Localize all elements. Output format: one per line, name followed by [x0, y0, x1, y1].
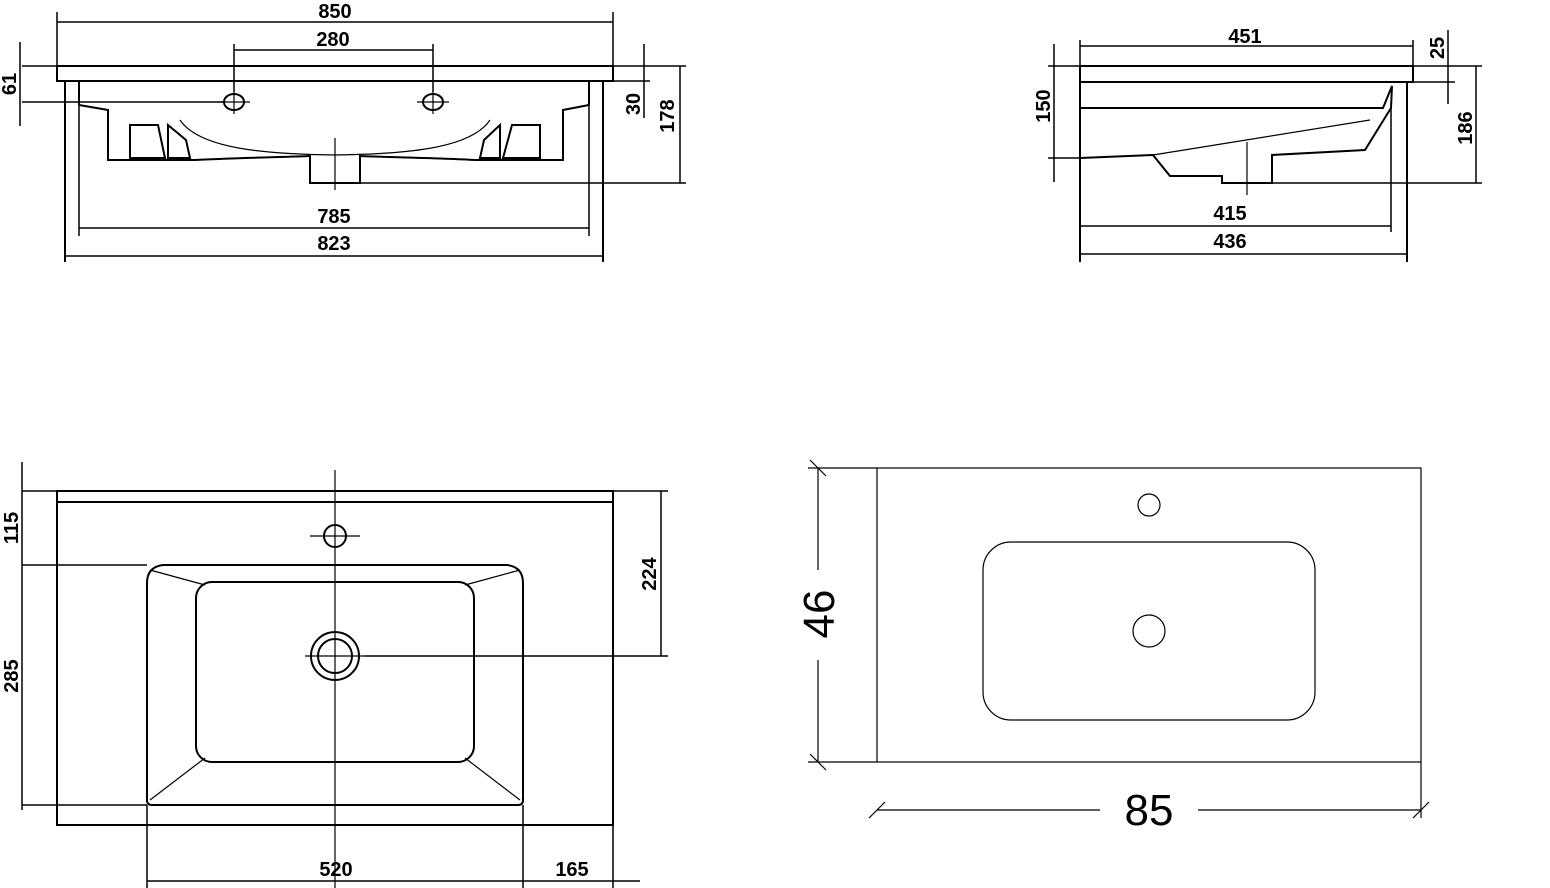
side-bowl: [1079, 85, 1393, 184]
simple-bowl: [982, 541, 1316, 721]
dim-25: 25: [1427, 37, 1449, 59]
front-bowl: [78, 104, 590, 184]
front-tap-hole-left: [218, 92, 250, 114]
dim-520: 520: [319, 859, 352, 881]
dim-115: 115: [1, 512, 23, 544]
top-view: 115 285 224 520 165: [1, 462, 668, 888]
top-bowl-outer: [146, 564, 524, 806]
simple-view: 46 85: [795, 459, 1430, 835]
dim-224: 224: [639, 556, 661, 590]
dim-280: 280: [316, 29, 349, 51]
dim-451: 451: [1228, 26, 1261, 48]
dim-30: 30: [623, 93, 645, 115]
dim-150: 150: [1033, 89, 1055, 122]
dim-823: 823: [317, 233, 350, 255]
dim-436: 436: [1213, 231, 1246, 253]
dim-785: 785: [317, 206, 350, 228]
dim-165: 165: [555, 859, 588, 881]
simple-drain: [1132, 614, 1166, 648]
dim-178: 178: [657, 99, 679, 132]
side-slab: [1079, 65, 1414, 83]
dim-85: 85: [1125, 786, 1174, 835]
front-tap-hole-right: [417, 92, 449, 114]
dim-415: 415: [1213, 203, 1246, 225]
front-view: 850 280 785 823 61 30 178: [0, 1, 686, 262]
dim-850: 850: [318, 1, 351, 23]
front-slab: [56, 65, 614, 82]
simple-outline: [876, 467, 1422, 763]
dim-186: 186: [1455, 111, 1477, 144]
simple-tap-hole: [1137, 493, 1161, 517]
dim-46: 46: [795, 590, 844, 639]
side-view: 451 25 186 150 415 436: [1033, 26, 1482, 262]
dim-285: 285: [1, 659, 23, 692]
dim-61: 61: [0, 73, 21, 95]
